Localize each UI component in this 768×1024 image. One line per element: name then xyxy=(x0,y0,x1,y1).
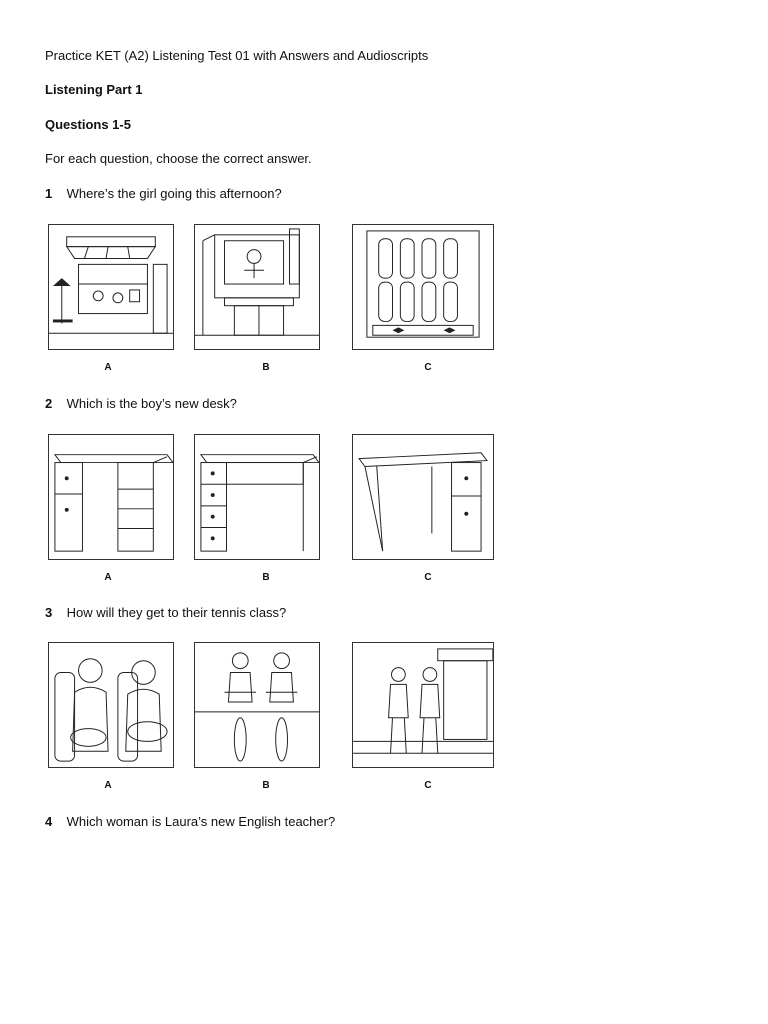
question-text: Which is the boy’s new desk? xyxy=(66,396,237,411)
question-2-options: A B C xyxy=(48,434,496,594)
question-3: 3 How will they get to their tennis clas… xyxy=(45,605,286,620)
option-label: A xyxy=(104,362,112,373)
question-1-options: A B C xyxy=(48,224,496,384)
question-text: How will they get to their tennis class? xyxy=(66,605,287,620)
option-label: B xyxy=(262,362,270,373)
skateboard-shop-picture[interactable] xyxy=(352,224,494,350)
question-text: Which woman is Laura’s new English teach… xyxy=(66,814,336,829)
boys-on-bus-picture[interactable] xyxy=(48,642,174,768)
question-1: 1 Where’s the girl going this afternoon? xyxy=(45,186,282,201)
option-label: C xyxy=(424,780,432,791)
part-heading: Listening Part 1 xyxy=(45,82,143,97)
cinema-building-picture[interactable] xyxy=(194,224,320,350)
question-4: 4 Which woman is Laura’s new English tea… xyxy=(45,814,335,829)
question-text: Where’s the girl going this afternoon? xyxy=(66,186,282,201)
document-title: Practice KET (A2) Listening Test 01 with… xyxy=(45,48,429,63)
option-label: A xyxy=(104,572,112,583)
question-number: 3 xyxy=(45,605,53,620)
questions-range-heading: Questions 1-5 xyxy=(45,117,131,132)
desk-with-shelves-picture[interactable] xyxy=(48,434,174,560)
instruction-text: For each question, choose the correct an… xyxy=(45,151,312,166)
question-number: 1 xyxy=(45,186,53,201)
option-label: B xyxy=(262,572,270,583)
question-3-options: A B C xyxy=(48,642,496,802)
question-number: 2 xyxy=(45,396,53,411)
option-label: C xyxy=(424,572,432,583)
boys-on-bikes-picture[interactable] xyxy=(194,642,320,768)
question-2: 2 Which is the boy’s new desk? xyxy=(45,396,237,411)
option-label: C xyxy=(424,362,432,373)
desk-with-drawers-picture[interactable] xyxy=(194,434,320,560)
desk-right-drawers-picture[interactable] xyxy=(352,434,494,560)
boys-walking-picture[interactable] xyxy=(352,642,494,768)
question-number: 4 xyxy=(45,814,53,829)
cafe-shop-picture[interactable] xyxy=(48,224,174,350)
option-label: A xyxy=(104,780,112,791)
option-label: B xyxy=(262,780,270,791)
